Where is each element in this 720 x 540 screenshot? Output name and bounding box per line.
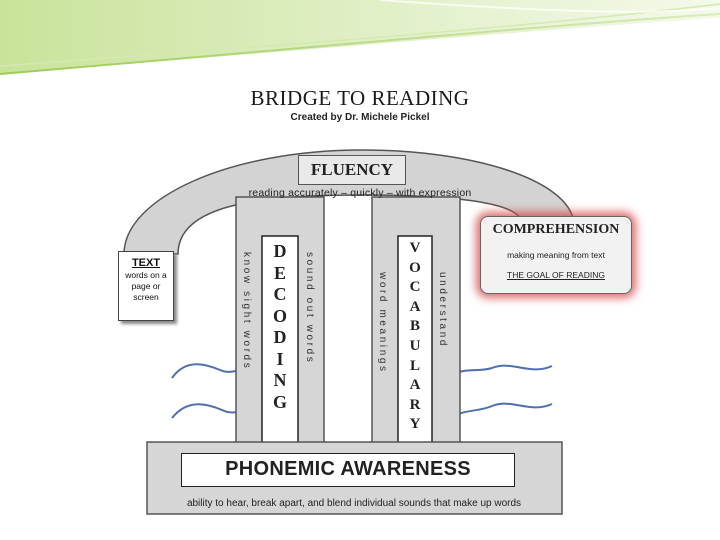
comprehension-goal: THE GOAL OF READING — [507, 270, 605, 280]
vocabulary-letter: U — [409, 337, 421, 354]
slide-header-swoosh — [0, 0, 720, 75]
decoding-letter: E — [273, 262, 286, 283]
fluency-description: reading accurately – quickly – with expr… — [248, 187, 472, 199]
vocabulary-letter: A — [409, 377, 421, 394]
water-waves — [171, 362, 553, 431]
vocabulary-letter: L — [409, 357, 420, 374]
vocabulary-left-label: word meanings — [377, 272, 388, 374]
text-box-label: TEXT — [131, 257, 161, 269]
phonemic-awareness-label: PHONEMIC AWARENESS — [181, 453, 515, 487]
decoding-right-label: sound out words — [304, 252, 315, 365]
comprehension-box: COMPREHENSION making meaning from text T… — [480, 216, 632, 294]
vocabulary-letter: O — [409, 259, 421, 276]
vocabulary-letter: V — [409, 240, 421, 256]
text-box-description: words on a page or screen — [125, 270, 167, 302]
decoding-letter: C — [273, 284, 287, 304]
vocabulary-letter: Y — [409, 416, 421, 433]
vocabulary-letter: B — [409, 318, 420, 335]
decoding-letter: G — [272, 391, 287, 412]
phonemic-awareness-description: ability to hear, break apart, and blend … — [186, 498, 522, 509]
decoding-letter: D — [273, 327, 287, 347]
decoding-left-label: know sight words — [241, 252, 252, 371]
fluency-label: FLUENCY — [298, 155, 406, 185]
decoding-letter: I — [276, 348, 284, 369]
comprehension-description: making meaning from text — [507, 250, 605, 260]
vocabulary-letter-panel — [397, 235, 433, 445]
decoding-letter: O — [272, 305, 287, 326]
decoding-letter: D — [273, 241, 287, 261]
text-box: TEXT words on a page or screen — [118, 251, 174, 321]
decoding-letter: N — [273, 370, 287, 390]
diagram-title: BRIDGE TO READING — [250, 86, 470, 110]
vocabulary-letter: A — [409, 298, 421, 315]
vocabulary-right-label: understand — [437, 272, 448, 349]
comprehension-label: COMPREHENSION — [492, 222, 620, 237]
diagram-subtitle: Created by Dr. Michele Pickel — [290, 112, 430, 123]
vocabulary-letter: R — [409, 396, 421, 413]
vocabulary-letter: C — [409, 279, 421, 296]
